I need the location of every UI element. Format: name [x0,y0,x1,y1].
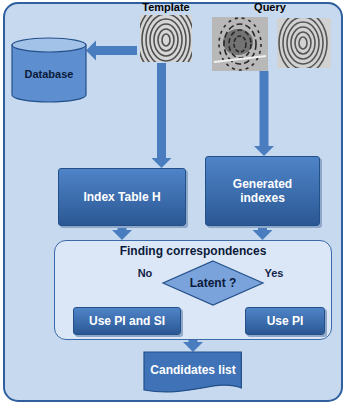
fingerprint-ridge [234,36,246,52]
fingerprint-ridge [140,15,192,62]
fingerprint-ridge [146,15,186,62]
connector-arrow [152,63,172,168]
fingerprint-ground [140,15,192,62]
node-text: Index Table H [83,190,160,204]
latent-scratch [214,56,266,62]
connector-line [95,46,137,55]
index-table-box: Index Table H [58,168,186,226]
process-box: Use PI [245,307,325,335]
node-text: Candidates list [150,363,235,377]
fingerprint-ground [212,17,268,71]
fingerprint-ridge [279,18,327,68]
fingerprint-ridge [295,32,311,54]
connector-arrow [254,71,274,156]
outer-panel [4,3,342,401]
template-image: Template [137,1,195,63]
fingerprint-ridge [158,29,174,51]
node-text: Finding correspondences [120,244,267,258]
latent-fingerprint [212,17,268,71]
arrow-head [254,146,274,156]
connector-arrow [86,41,137,61]
fingerprint-ridge [299,37,307,49]
fingerprint-ridge [162,34,170,46]
document-outline [144,352,241,392]
database-cylinder: Database [12,38,86,102]
arrow-head [86,41,96,61]
connector-arrow [183,340,203,352]
connector-line [260,71,269,147]
node-text: Database [25,68,74,81]
connector-arrow [253,226,273,240]
fingerprint-ridge [287,22,319,64]
arrow-head [112,230,132,240]
node-text: Use PI [267,314,304,328]
node-text: Use PI and SI [89,314,165,328]
fingerprint-ridge [291,27,315,59]
diamond-outline [163,261,263,305]
query-images: Query [208,1,332,71]
connector-arrow [112,226,132,240]
document-shape: Candidates list [144,352,241,396]
finding-correspondences-group: Finding correspondencesLatent ? Use PI an… [54,240,332,340]
template-fingerprint [140,15,192,62]
decision-diamond: Latent ? [163,261,263,305]
node-text: Latent ? [190,276,237,290]
fingerprint-ridge [283,18,323,68]
node-text: Query [254,1,286,14]
node-text: Template [142,1,189,14]
fingerprint-ridge [154,24,178,56]
generated-indexes-box: Generated indexes [205,156,320,226]
arrow-head [253,230,273,240]
fingerprint-ridge [229,30,251,58]
cylinder-top [12,38,86,52]
arrow-head [183,342,203,352]
fingerprint-ridge [150,19,182,61]
fingerprint-ridge [219,18,261,70]
node-text: Generated indexes [212,177,313,205]
arrow-head [152,158,172,168]
cylinder-body [12,45,86,102]
query-fingerprint [277,18,331,68]
process-box: Use PI and SI [73,307,181,335]
connector-line [157,63,166,159]
fingerprint-ridge [142,15,190,62]
